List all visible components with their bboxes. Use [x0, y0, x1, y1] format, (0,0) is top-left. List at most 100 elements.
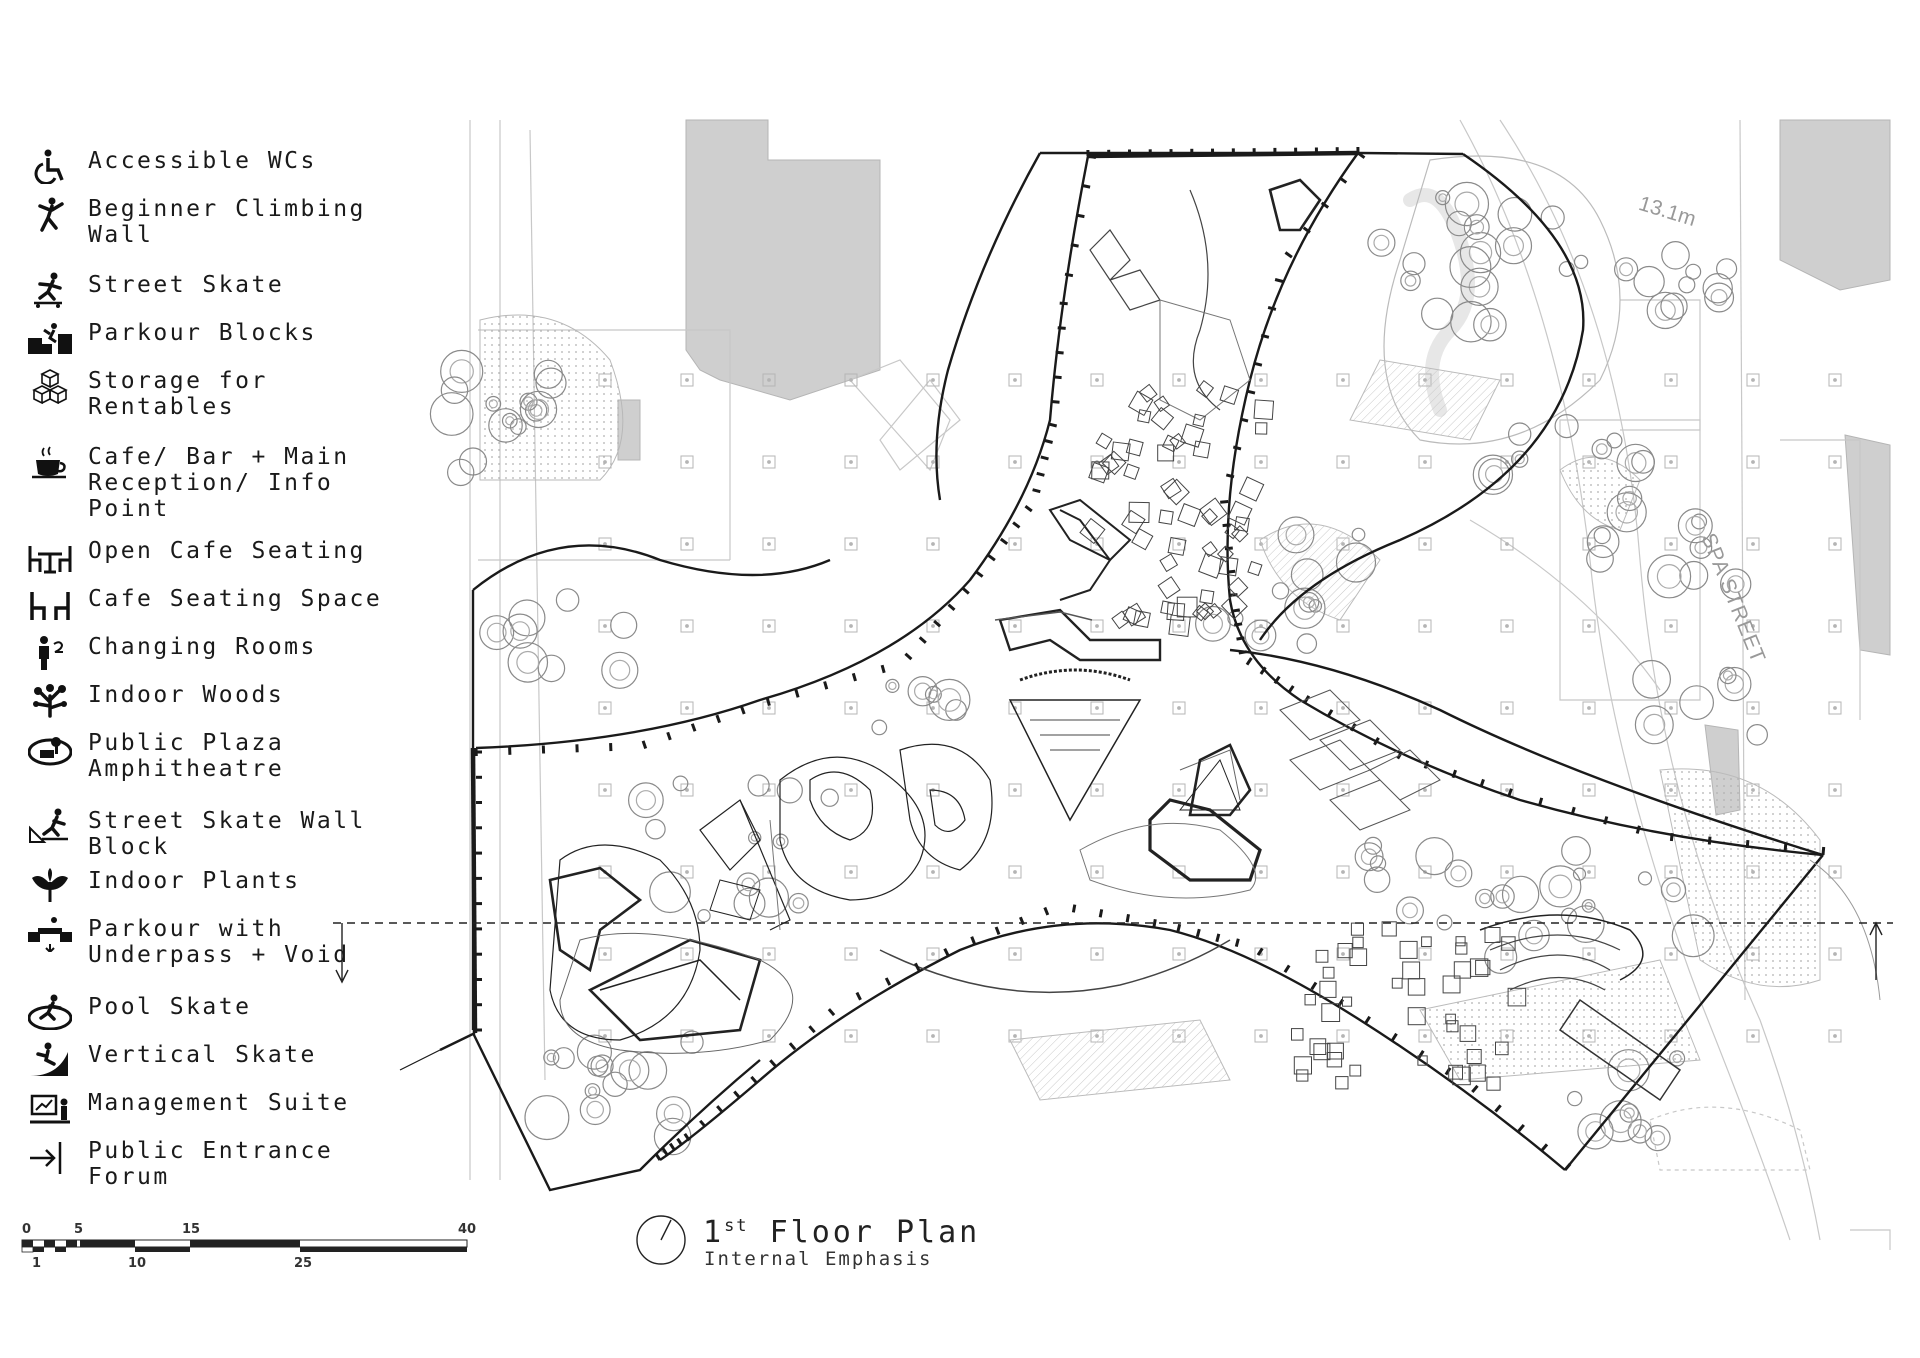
- tree-canopy: [1402, 252, 1426, 276]
- tree-canopy: [1420, 297, 1454, 330]
- tree-canopy: [1415, 836, 1454, 876]
- column-marker: [1254, 455, 1268, 469]
- column-marker: [1418, 1029, 1432, 1043]
- parkour-block: [1138, 383, 1158, 403]
- parkour-block: [1327, 1042, 1344, 1060]
- legend-label: Cafe Seating Space: [88, 586, 383, 612]
- parkour-block: [1304, 994, 1316, 1006]
- wall-tick: [1302, 226, 1311, 234]
- tree-canopy: [1540, 205, 1565, 230]
- climbing-wall-icon: [22, 194, 78, 234]
- scale-label-10: 10: [128, 1256, 147, 1271]
- column-marker: [1172, 373, 1186, 387]
- tree-canopy: [645, 818, 666, 840]
- tree-canopy: [501, 412, 518, 429]
- wall-tick: [641, 740, 648, 749]
- wall-tick: [750, 1075, 758, 1084]
- wall-tick: [1267, 305, 1277, 311]
- column-marker: [762, 1029, 776, 1043]
- wall-tick: [851, 672, 857, 682]
- wall-tick: [1339, 176, 1348, 184]
- parkour-block: [1442, 975, 1461, 994]
- wall-tick: [1287, 685, 1295, 694]
- tree-canopy: [1475, 888, 1495, 909]
- street-skate-icon: [22, 270, 78, 310]
- tree-canopy: [1644, 1124, 1671, 1152]
- wall-tick: [1274, 278, 1284, 283]
- parkour-block: [1110, 441, 1131, 462]
- wall-tick: [961, 587, 970, 595]
- column-marker: [1008, 373, 1022, 387]
- amphitheatre-icon: [22, 728, 78, 768]
- column-marker: [1746, 619, 1760, 633]
- legend-item: Storage for Rentables: [22, 368, 388, 420]
- parkour-block: [1157, 576, 1181, 600]
- changing-rooms-icon: [22, 632, 78, 672]
- tree-canopy: [1633, 265, 1665, 298]
- column-marker: [1090, 947, 1104, 961]
- legend-item: Management Suite: [22, 1090, 388, 1128]
- column-marker: [1336, 947, 1350, 961]
- tree-canopy: [1298, 591, 1320, 613]
- tree-canopy: [885, 678, 900, 694]
- tree-canopy: [1671, 914, 1715, 958]
- wall-tick: [1036, 471, 1045, 477]
- legend-label: Pool Skate: [88, 994, 252, 1020]
- legend-item: Parkour Blocks: [22, 320, 388, 358]
- tree-canopy: [1363, 866, 1391, 893]
- tree-canopy: [1616, 485, 1643, 512]
- parkour-block: [1501, 936, 1516, 951]
- wall-tick: [1707, 836, 1712, 845]
- column-marker: [844, 619, 858, 633]
- legend-label: Beginner Climbing Wall: [88, 196, 366, 248]
- parkour-block: [1407, 978, 1426, 996]
- wall-tick: [1238, 650, 1247, 655]
- scale-bar: [21, 1239, 468, 1253]
- tree-canopy: [519, 390, 558, 429]
- skate-wall-block-icon: [22, 806, 78, 846]
- column-marker: [680, 619, 694, 633]
- parkour-block: [1407, 1007, 1426, 1026]
- parkour-block: [1201, 507, 1219, 525]
- tree-canopy: [1463, 214, 1490, 241]
- parkour-block: [1224, 523, 1241, 540]
- column-marker: [1336, 373, 1350, 387]
- parkour-block: [1219, 385, 1240, 406]
- column-marker: [1418, 701, 1432, 715]
- parkour-block: [1098, 453, 1120, 476]
- wall-tick: [715, 714, 722, 724]
- parkour-block: [1091, 461, 1110, 480]
- wall-tick: [1043, 906, 1050, 916]
- parkour-block: [1177, 503, 1202, 528]
- wall-tick: [1040, 455, 1049, 461]
- tree-canopy: [1606, 492, 1647, 533]
- parkour-block: [1319, 980, 1337, 998]
- tree-canopy: [1704, 282, 1735, 313]
- tree-canopy: [788, 892, 809, 914]
- tree-canopy: [1719, 568, 1752, 600]
- tree-canopy: [1719, 666, 1737, 685]
- column-marker: [1172, 455, 1186, 469]
- wall-tick: [1087, 154, 1097, 159]
- parkour-block: [1495, 1041, 1509, 1056]
- wall-tick: [668, 1142, 676, 1152]
- wall-tick: [1012, 521, 1021, 529]
- scale-label-1: 1: [32, 1256, 42, 1271]
- parkour-block: [1199, 589, 1215, 605]
- column-marker: [1008, 947, 1022, 961]
- column-marker: [844, 701, 858, 715]
- parkour-block: [1254, 422, 1268, 435]
- wall-tick: [1390, 1032, 1398, 1042]
- tree-canopy: [1702, 273, 1733, 304]
- parkour-block: [1125, 438, 1144, 457]
- parkour-block: [1421, 936, 1432, 948]
- wall-tick: [1152, 918, 1157, 928]
- parkour-block: [1150, 406, 1175, 431]
- tree-canopy: [576, 1034, 613, 1070]
- wall-tick: [1570, 806, 1576, 816]
- site-context-lines: [469, 119, 1891, 1250]
- parkour-block: [1231, 525, 1249, 543]
- wall-tick: [918, 636, 927, 644]
- column-marker: [762, 537, 776, 551]
- parkour-block: [1192, 440, 1211, 459]
